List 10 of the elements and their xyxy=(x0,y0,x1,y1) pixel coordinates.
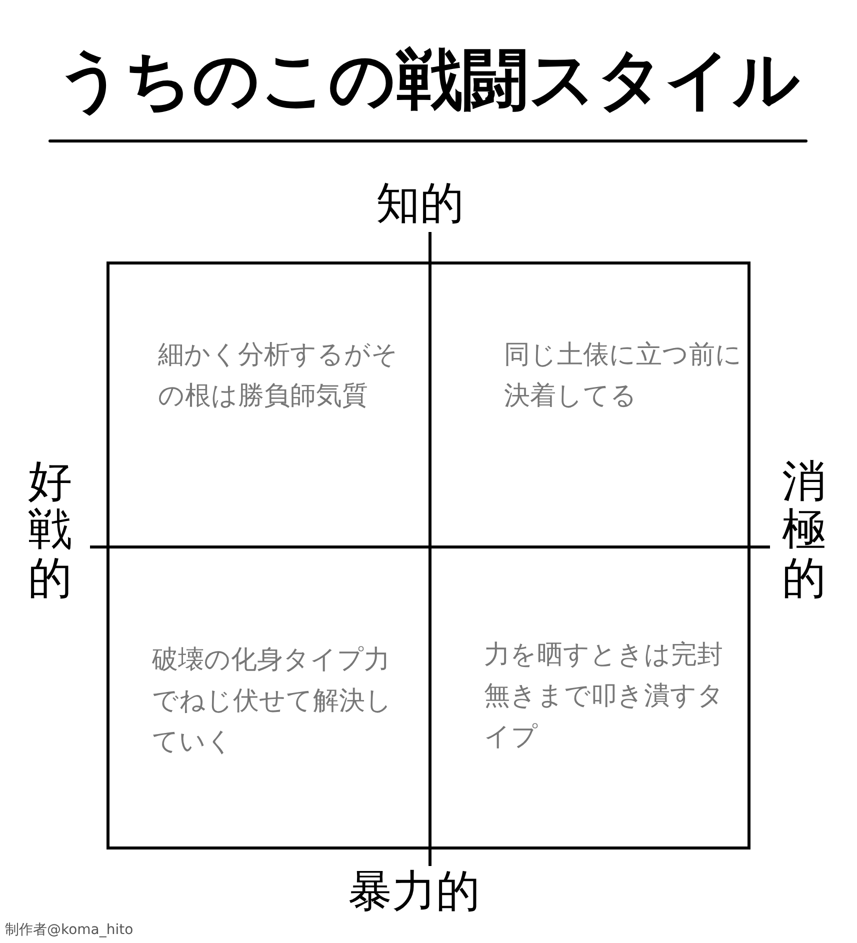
axis-label: 暴力的 xyxy=(348,868,480,916)
credit-text: 制作者@koma_hito xyxy=(5,921,134,939)
axis-label: 消極的 xyxy=(782,458,826,604)
axis-label: 知的 xyxy=(376,180,464,228)
quadrant-note: 力を晒すときは完封無きまで叩き潰すタイプ xyxy=(484,635,734,758)
quadrant-note: 細かく分析するがその根は勝負師気質 xyxy=(158,335,408,417)
quadrant-note: 破壊の化身タイプ力でねじ伏せて解決していく xyxy=(152,640,402,763)
title: うちのこの戦闘スタイル xyxy=(56,40,802,120)
axis-label: 好戦的 xyxy=(28,458,72,604)
quadrant-note: 同じ土俵に立つ前に決着してる xyxy=(504,335,754,417)
